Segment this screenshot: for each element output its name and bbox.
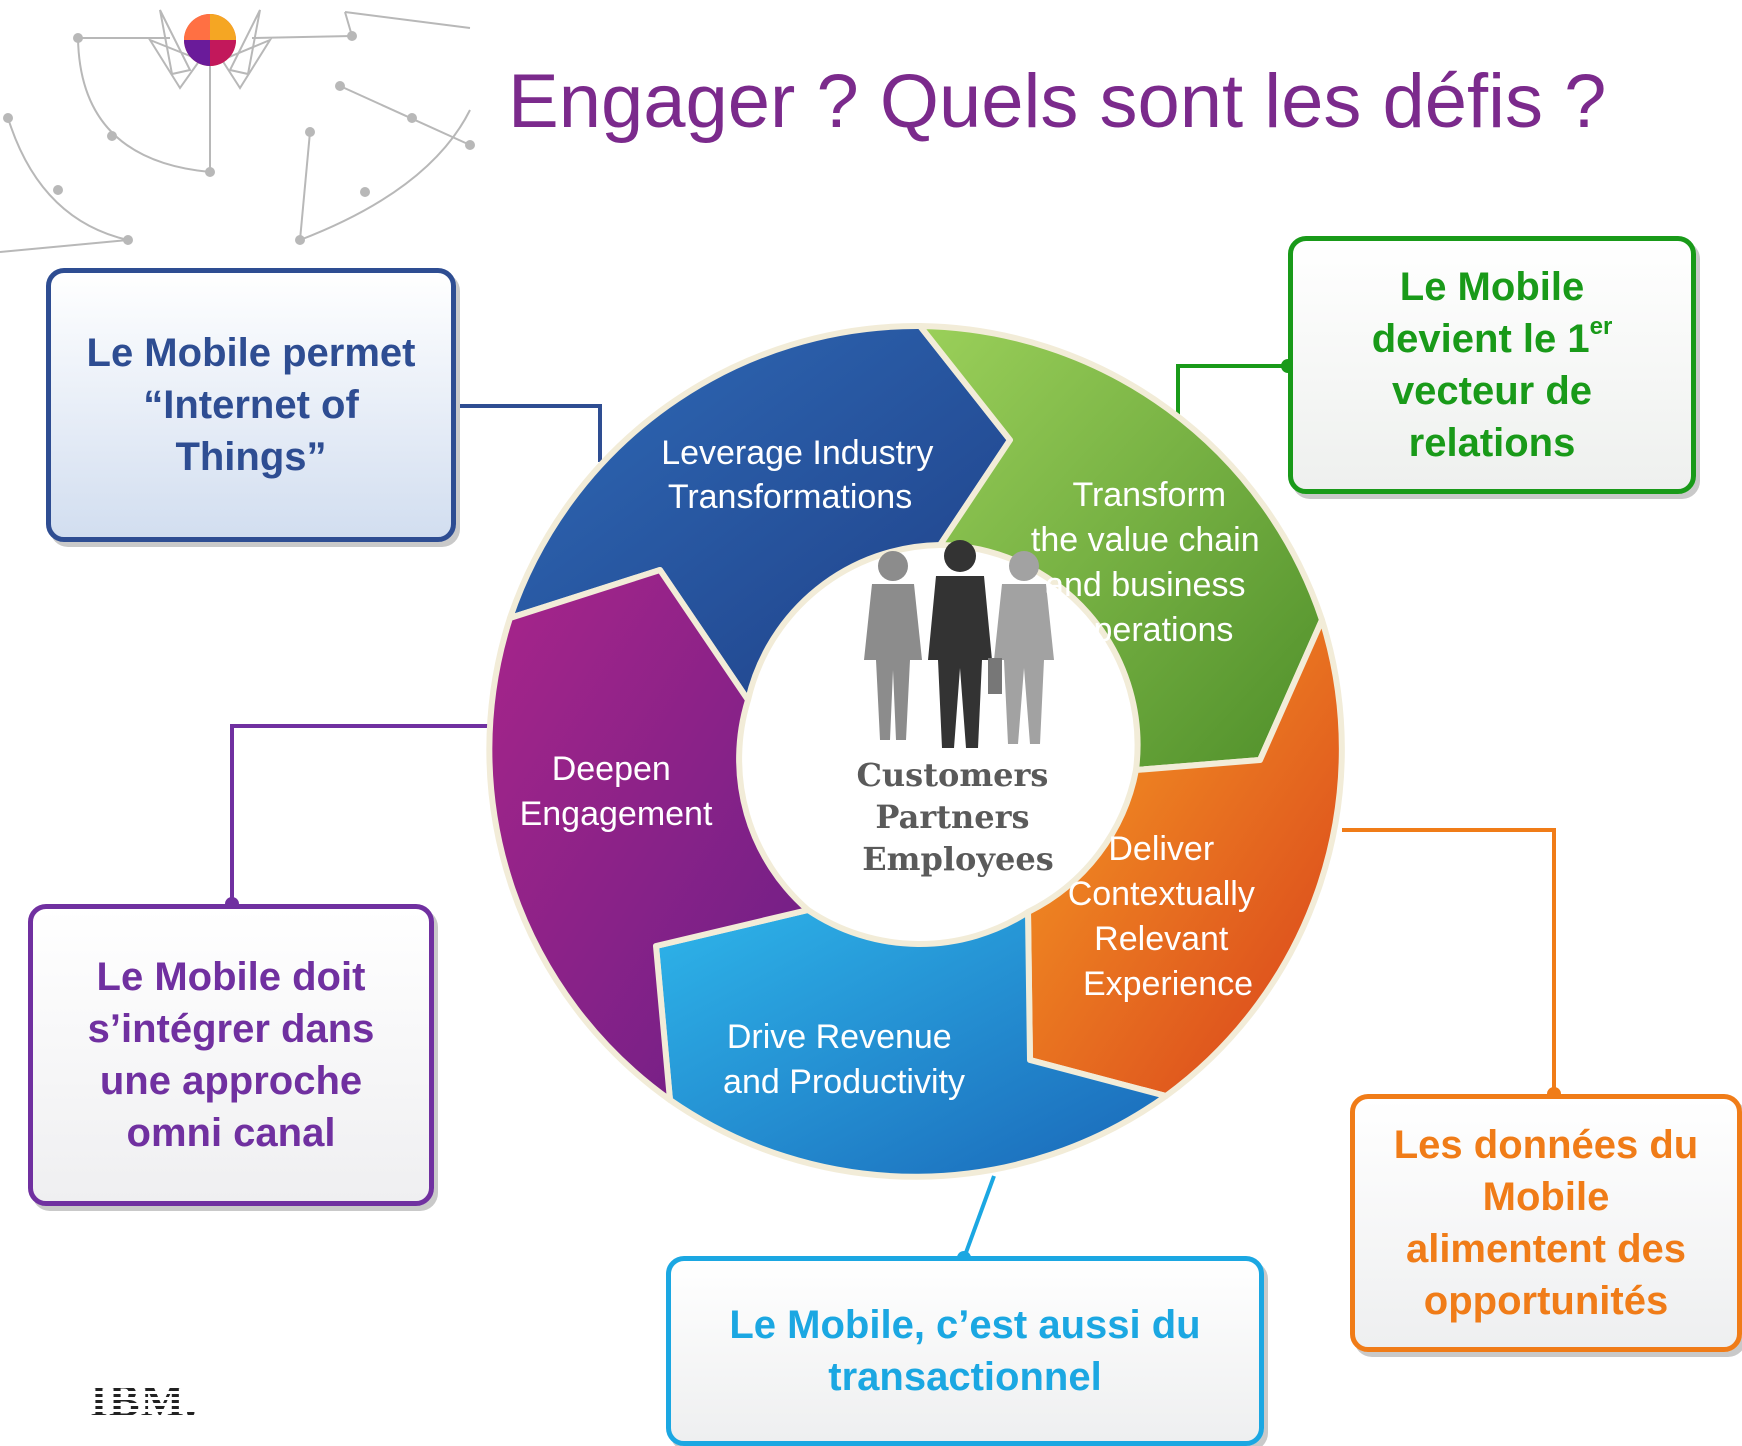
callout-omni-line: une approche (99, 1059, 363, 1103)
center-label: Customers Partners Employees (856, 756, 1059, 878)
callout-donnees-mobile: Les données du Mobile alimentent des opp… (1350, 1094, 1742, 1352)
callout-relations-line: Le Mobile (1399, 265, 1585, 309)
connector-omni (230, 724, 496, 904)
segment-leverage (507, 322, 1013, 703)
callout-relations-line: relations (1408, 421, 1576, 465)
segment-label-deepen: Deepen Engagement (520, 750, 713, 833)
callout-internet-of-things: Le Mobile permet “Internet of Things” (46, 268, 456, 542)
connector-data (1342, 828, 1556, 1094)
segment-label-drive: Drive Revenue and Productivity (723, 1018, 965, 1101)
callout-iot-line: “Internet of (143, 383, 359, 427)
people-silhouette-icon (864, 540, 1054, 748)
segment-label-deliver: Deliver Contextually Relevant Experience (1068, 830, 1265, 1003)
callout-iot-line: Things” (175, 435, 327, 479)
connector-transac (962, 1175, 996, 1259)
callout-data-line: Mobile (1482, 1175, 1610, 1219)
callout-iot-line: Le Mobile permet (86, 331, 416, 375)
segment-drive (653, 907, 1169, 1180)
callout-omni-line: Le Mobile doit (96, 955, 366, 999)
callout-omni-line: s’intégrer dans (87, 1007, 375, 1051)
logo-sunburst-icon (184, 14, 236, 66)
segment-label-leverage: Leverage Industry Transformations (661, 434, 943, 516)
segment-deepen (486, 567, 811, 1103)
segment-label-transform: Transform the value chain and business o… (1031, 476, 1269, 649)
callout-omni-canal: Le Mobile doit s’intégrer dans une appro… (28, 904, 434, 1206)
callout-transactionnel: Le Mobile, c’est aussi du transactionnel (666, 1256, 1264, 1446)
callout-transac-line: transactionnel (828, 1355, 1102, 1399)
ibm-logo: IBM. (90, 1375, 198, 1426)
callout-data-line: opportunités (1423, 1279, 1669, 1323)
callout-transac-line: Le Mobile, c’est aussi du (729, 1303, 1201, 1347)
connector-iot (452, 404, 602, 462)
callout-relations-line: vecteur de (1391, 369, 1593, 413)
callout-data-line: alimentent des (1405, 1227, 1687, 1271)
segment-deliver (1025, 617, 1345, 1099)
callout-relations-line: devient le 1er (1371, 313, 1613, 362)
callout-data-line: Les données du (1393, 1123, 1699, 1167)
decorative-network-graphic (0, 9, 475, 253)
callout-omni-line: omni canal (126, 1111, 336, 1155)
page-title: Engager ? Quels sont les défis ? (508, 59, 1607, 144)
connector-relations (1176, 364, 1288, 432)
callout-relations: Le Mobile devient le 1er vecteur de rela… (1288, 236, 1696, 494)
